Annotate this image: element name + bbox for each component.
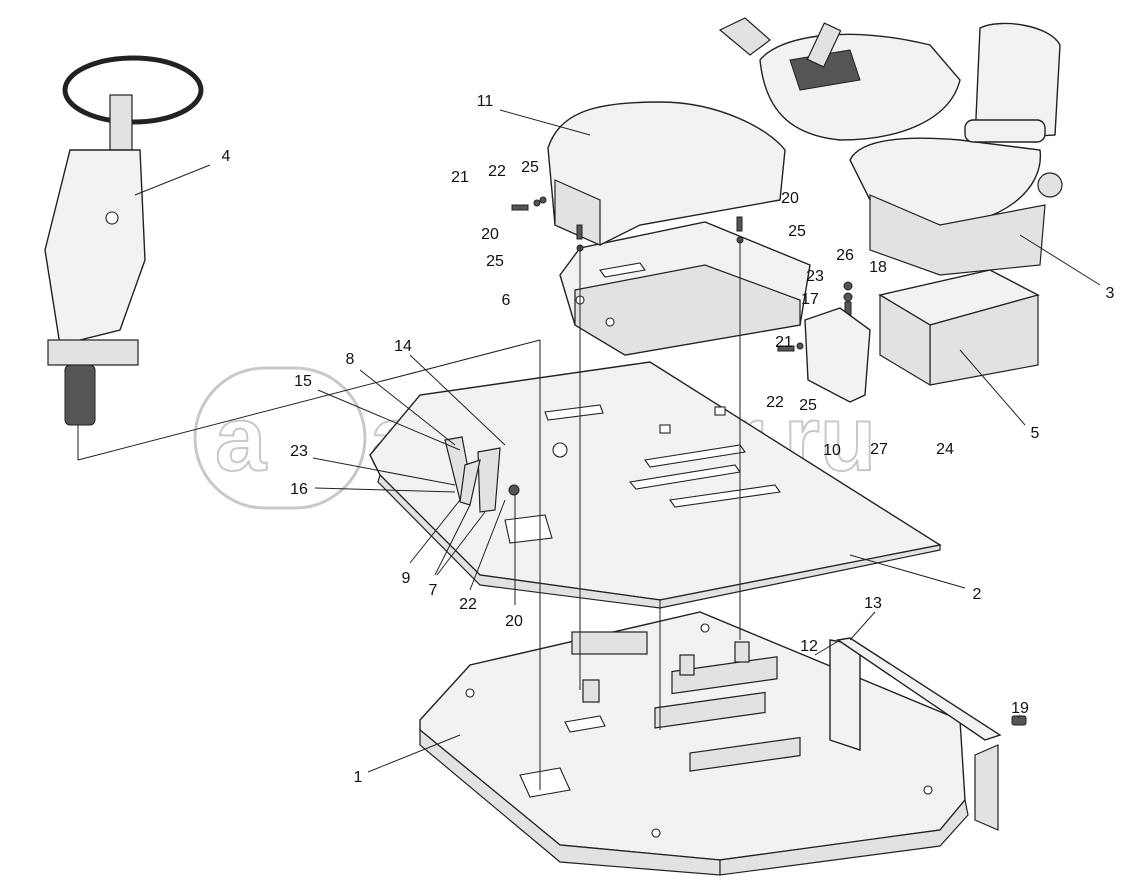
callout-number: 16 xyxy=(290,481,308,498)
callout-number: 15 xyxy=(294,373,312,390)
callout-number: 12 xyxy=(800,638,818,655)
callout-number: 3 xyxy=(1106,285,1115,302)
floor-plate xyxy=(369,361,942,609)
callout-number: 1 xyxy=(354,769,363,786)
callout-number: 25 xyxy=(788,223,806,240)
callout-number: 21 xyxy=(775,334,793,351)
callout-number: 25 xyxy=(521,159,539,176)
callout-number: 14 xyxy=(394,338,412,355)
operator-seat xyxy=(849,22,1063,276)
steering-column xyxy=(44,55,204,426)
callout-number: 7 xyxy=(429,582,438,599)
side-rail xyxy=(836,637,1002,741)
callout-number: 25 xyxy=(486,253,504,270)
cover-plate xyxy=(804,307,871,403)
seat-cover xyxy=(547,101,786,246)
callout-number: 19 xyxy=(1011,700,1029,717)
base-frame xyxy=(419,611,969,876)
callout-number: 20 xyxy=(505,613,523,630)
callout-number: 18 xyxy=(869,259,887,276)
callout-number: 27 xyxy=(870,441,888,458)
end-plate xyxy=(974,744,999,831)
battery-box xyxy=(878,269,1040,387)
callout-number: 22 xyxy=(766,394,784,411)
callout-number: 23 xyxy=(290,443,308,460)
callout-number: 22 xyxy=(488,163,506,180)
callout-number: 20 xyxy=(481,226,499,243)
callout-number: 25 xyxy=(799,397,817,414)
callout-number: 13 xyxy=(864,595,882,612)
callout-number: 10 xyxy=(823,442,841,459)
callout-number: 20 xyxy=(781,190,799,207)
callout-number: 2 xyxy=(973,586,982,603)
callout-number: 6 xyxy=(502,292,511,309)
side-plate xyxy=(829,639,861,751)
callout-number: 9 xyxy=(402,570,411,587)
callout-number: 17 xyxy=(801,291,819,308)
callout-number: 26 xyxy=(836,247,854,264)
callout-number: 24 xyxy=(936,441,954,458)
callout-number: 8 xyxy=(346,351,355,368)
callout-number: 21 xyxy=(451,169,469,186)
callout-number: 23 xyxy=(806,268,824,285)
svg-text:a: a xyxy=(215,388,267,490)
seat-tray xyxy=(559,221,811,356)
pedals xyxy=(444,436,568,513)
callout-number: 22 xyxy=(459,596,477,613)
callout-number: 5 xyxy=(1031,425,1040,442)
control-console xyxy=(718,17,961,141)
leader-lines xyxy=(77,109,1101,790)
callout-number: 11 xyxy=(477,93,494,110)
callout-number: 4 xyxy=(222,148,231,165)
